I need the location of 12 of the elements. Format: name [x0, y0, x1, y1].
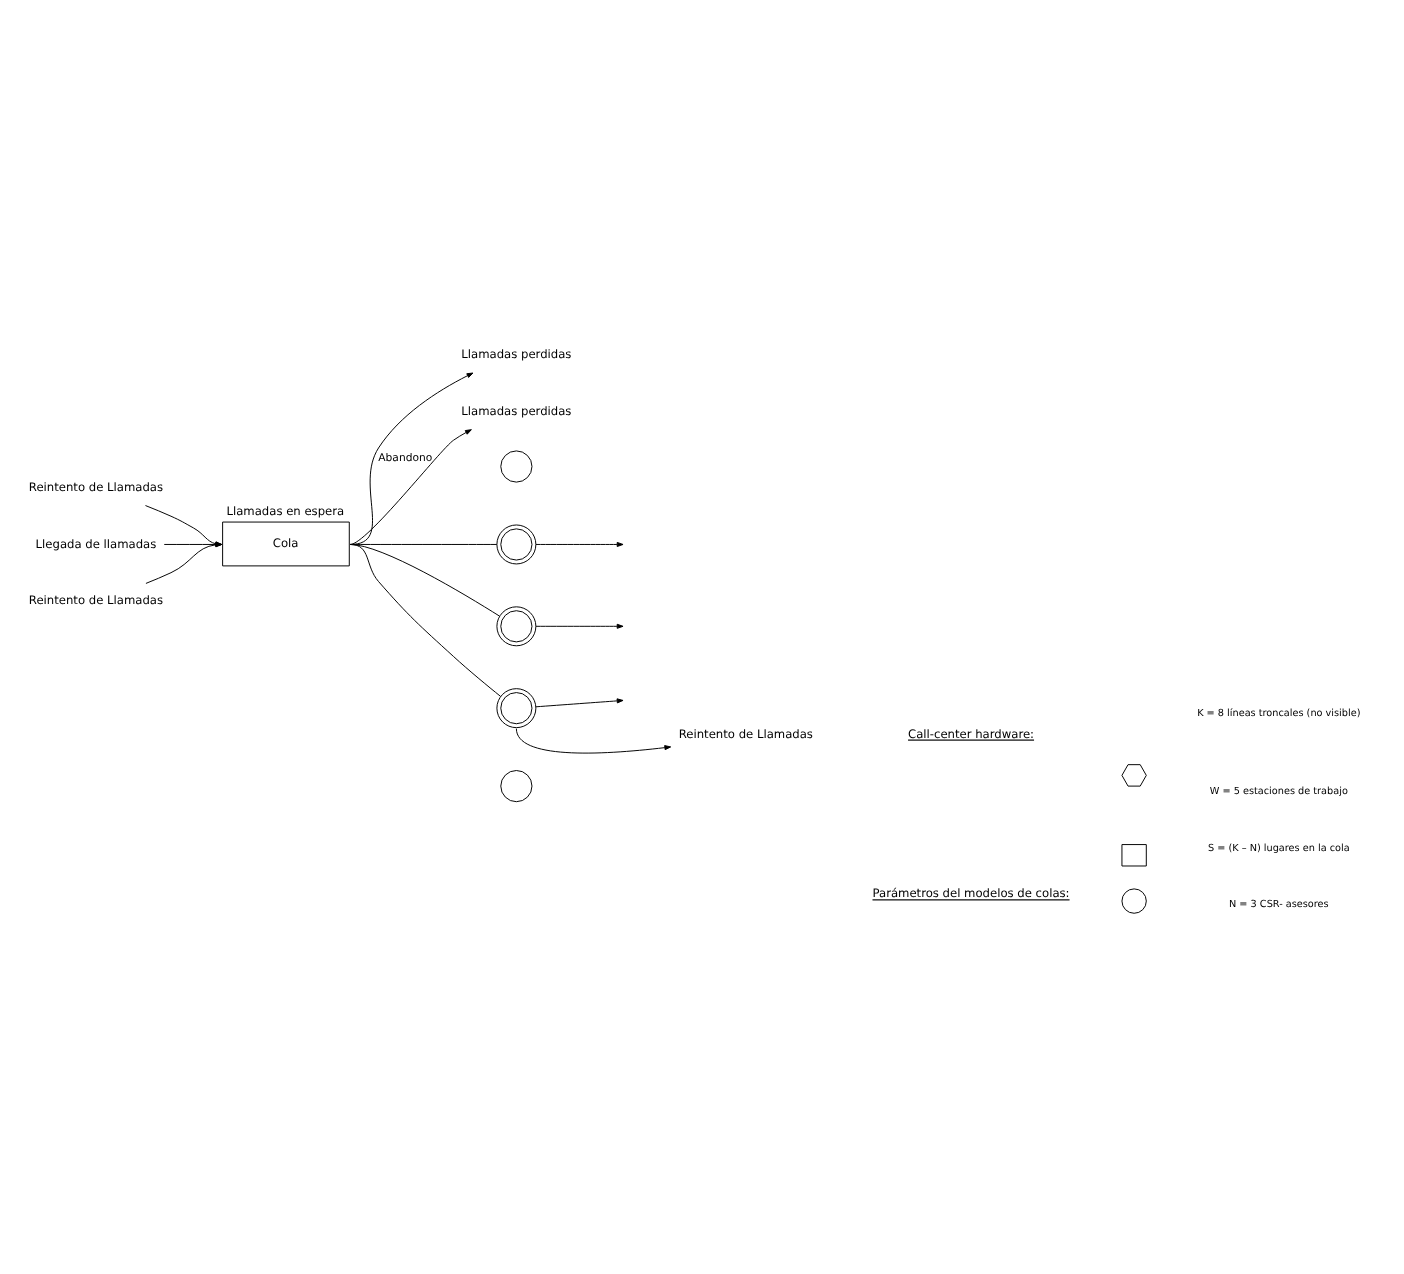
arrow — [349, 428, 472, 544]
arrow — [535, 697, 624, 707]
arrow — [144, 504, 223, 546]
arrow — [535, 540, 624, 546]
arrow — [163, 540, 223, 546]
arrow — [145, 541, 223, 583]
connector — [349, 542, 502, 696]
arrow — [349, 371, 474, 544]
node-circle — [500, 449, 533, 482]
arrow — [535, 622, 624, 628]
node-circle — [500, 769, 533, 802]
arrow — [515, 727, 672, 753]
